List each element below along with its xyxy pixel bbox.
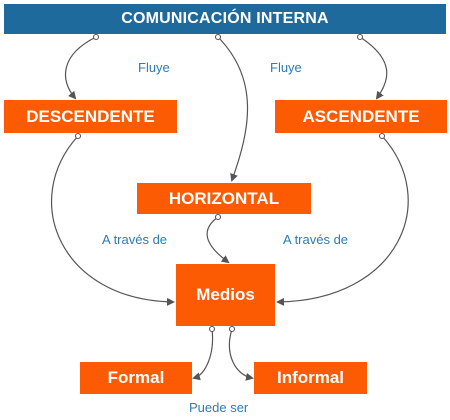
- link-label-puede-ser: Puede ser: [189, 400, 249, 415]
- link-label-a-traves-de-right: A través de: [283, 232, 349, 247]
- connector-descendente-medios: [51, 135, 175, 306]
- node-formal: Formal: [80, 362, 192, 394]
- node-medios: Medios: [176, 264, 275, 326]
- connector-ascendente-medios: [276, 135, 409, 306]
- connector-horizontal-medios: [206, 216, 230, 264]
- connector-origin-dot: [228, 325, 236, 333]
- node-descendente: DESCENDENTE: [4, 100, 177, 133]
- node-ascendente: ASCENDENTE: [275, 100, 447, 133]
- connector-origin-dot: [74, 132, 82, 140]
- connector-medios-informal: [228, 328, 254, 381]
- connector-origin-dot: [378, 132, 386, 140]
- root-node-comunicacion-interna: COMUNICACIÓN INTERNA: [4, 4, 446, 34]
- connector-medios-formal: [192, 328, 214, 381]
- link-label-fluye-left: Fluye: [138, 60, 170, 75]
- connector-origin-dot: [214, 213, 222, 221]
- connector-root-horizontal: [217, 36, 249, 182]
- node-horizontal: HORIZONTAL: [137, 183, 311, 214]
- node-informal: Informal: [254, 362, 367, 394]
- connector-root-descendente: [64, 36, 97, 100]
- connector-origin-dot: [356, 33, 364, 41]
- connector-root-ascendente: [359, 36, 388, 100]
- link-label-a-traves-de-left: A través de: [102, 232, 168, 247]
- link-label-fluye-right: Fluye: [270, 60, 302, 75]
- connector-origin-dot: [92, 33, 100, 41]
- connector-origin-dot: [208, 325, 216, 333]
- connector-origin-dot: [214, 33, 222, 41]
